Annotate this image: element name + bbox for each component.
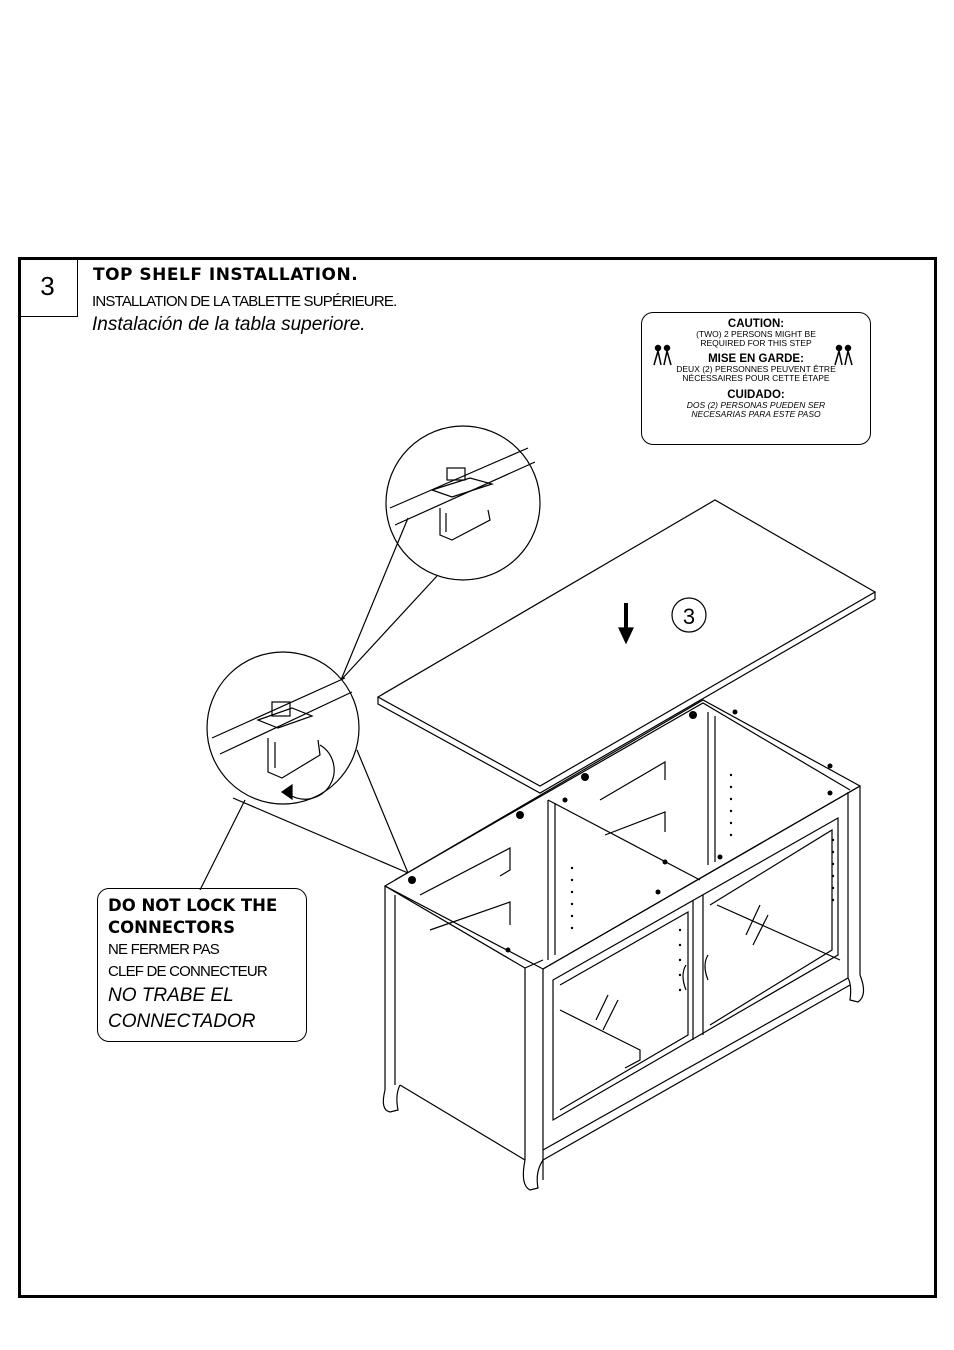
warning-box: DO NOT LOCK THE CONNECTORS NE FERMER PAS… bbox=[97, 888, 307, 1042]
caution-line-en-2: REQUIRED FOR THIS STEP bbox=[700, 338, 812, 348]
warning-line-en-2: CONNECTORS bbox=[108, 918, 236, 937]
caution-line-fr-2: NÉCESSAIRES POUR CETTE ÉTAPE bbox=[682, 373, 830, 383]
part-callout-circle bbox=[671, 597, 707, 633]
caution-line-es-2: NECESARIAS PARA ESTE PASO bbox=[691, 409, 821, 419]
title-spanish: Instalación de la tabla superiore. bbox=[92, 314, 366, 335]
connector-detail-lower bbox=[206, 651, 360, 805]
warning-line-fr-2: CLEF DE CONNECTEUR bbox=[108, 963, 268, 980]
caution-line-fr-1: DEUX (2) PERSONNES PEUVENT ÊTRE bbox=[676, 364, 836, 374]
caution-heading-es: CUIDADO: bbox=[727, 389, 785, 401]
caution-box: CAUTION: (TWO) 2 PERSONS MIGHT BE REQUIR… bbox=[641, 312, 871, 445]
title-english: TOP SHELF INSTALLATION. bbox=[93, 265, 359, 285]
cam-connectors bbox=[408, 709, 833, 953]
warning-line-es-1: NO TRABE EL bbox=[108, 985, 234, 1006]
two-persons-icon-right bbox=[834, 344, 853, 366]
down-arrow-icon bbox=[618, 603, 634, 645]
tv-cabinet bbox=[382, 699, 865, 1191]
caution-heading-fr: MISE EN GARDE: bbox=[708, 353, 804, 365]
connector-detail-upper bbox=[385, 425, 541, 581]
step-number: 3 bbox=[18, 257, 78, 317]
two-persons-icon-left bbox=[653, 344, 672, 366]
caution-line-en-1: (TWO) 2 PERSONS MIGHT BE bbox=[696, 329, 816, 339]
caution-heading-en: CAUTION: bbox=[727, 318, 785, 330]
part-callout-number: 3 bbox=[683, 604, 695, 629]
caution-line-es-1: DOS (2) PERSONAS PUEDEN SER bbox=[686, 400, 826, 410]
step-frame bbox=[18, 257, 937, 1298]
warning-line-es-2: CONNECTADOR bbox=[108, 1011, 256, 1032]
shelf-pin-holes bbox=[570, 773, 835, 992]
warning-line-en-1: DO NOT LOCK THE bbox=[108, 896, 278, 915]
warning-line-fr-1: NE FERMER PAS bbox=[108, 941, 220, 958]
title-french: INSTALLATION DE LA TABLETTE SUPÉRIEURE. bbox=[92, 293, 397, 310]
